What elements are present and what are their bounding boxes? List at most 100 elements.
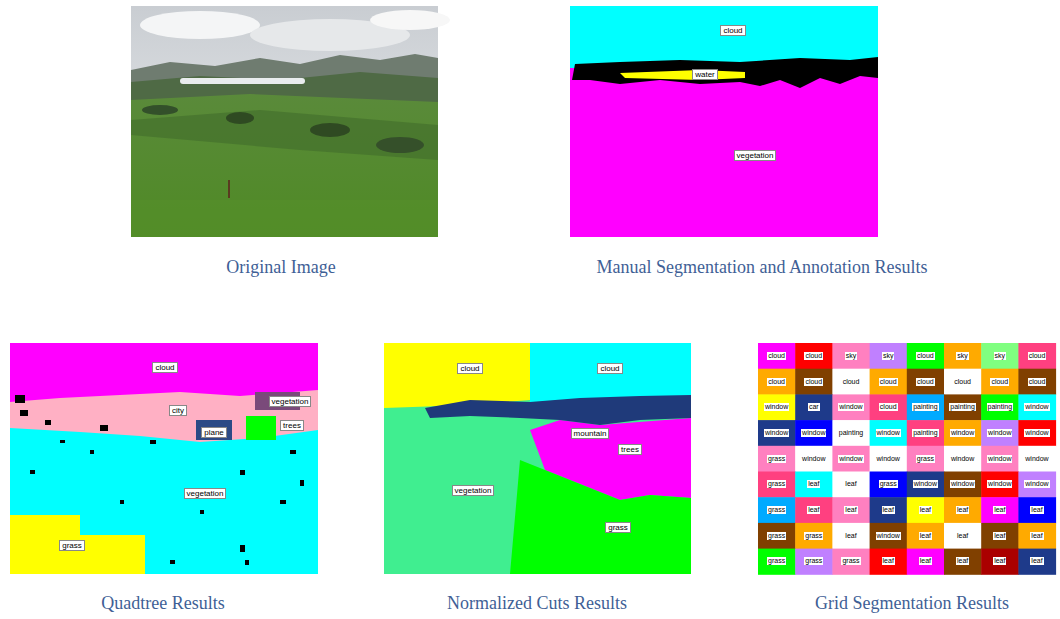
grid-cell xyxy=(1018,472,1056,498)
grid-cell xyxy=(907,523,945,549)
region-label: water xyxy=(692,69,718,80)
grid-cell xyxy=(832,472,870,498)
panel-caption: Normalized Cuts Results xyxy=(447,593,627,614)
grid-cell-label: cloud xyxy=(990,378,1009,386)
grid-cell-label: cloud xyxy=(879,378,898,386)
grid-cell-label: leaf xyxy=(919,506,932,514)
quadtree-segmentation xyxy=(10,343,318,574)
panel-caption: Grid Segmentation Results xyxy=(815,593,1009,614)
grid-cell xyxy=(870,420,908,446)
region-label: vegetation xyxy=(452,485,495,496)
grid-cell-label: leaf xyxy=(993,506,1006,514)
grid-cell-label: window xyxy=(987,429,1012,437)
speck xyxy=(290,450,296,454)
grid-cell-label: painting xyxy=(838,429,865,437)
grid-cell-label: grass xyxy=(767,480,786,488)
grid-cell-label: cloud xyxy=(879,403,898,411)
grid-cell-label: window xyxy=(950,455,975,463)
grid-cell-label: grass xyxy=(879,480,898,488)
grid-cell xyxy=(832,523,870,549)
speck xyxy=(240,470,245,475)
grid-cell xyxy=(1018,343,1056,369)
speck xyxy=(30,470,35,474)
grid-cell xyxy=(944,549,982,575)
grid-cell xyxy=(870,446,908,472)
grid-cell-label: leaf xyxy=(956,506,969,514)
grid-cell-label: leaf xyxy=(993,532,1006,540)
grid-cell-label: window xyxy=(838,403,863,411)
speck xyxy=(15,395,25,403)
grid-cell xyxy=(870,369,908,395)
grid-cell xyxy=(870,343,908,369)
grid-cell xyxy=(1018,549,1056,575)
grid-cell xyxy=(944,472,982,498)
grid-cell-label: cloud xyxy=(1028,378,1047,386)
grid-cell xyxy=(758,472,796,498)
grid-cell-label: leaf xyxy=(919,532,932,540)
grid-cell xyxy=(795,549,833,575)
grid-cell xyxy=(981,446,1019,472)
grid-cell xyxy=(907,497,945,523)
grid-cell xyxy=(758,394,796,420)
grid-cell-label: window xyxy=(1024,480,1049,488)
speck xyxy=(120,500,124,504)
grid-cell xyxy=(795,523,833,549)
grid-cell xyxy=(870,549,908,575)
grid-cell-label: grass xyxy=(767,506,786,514)
grid-cell xyxy=(981,343,1019,369)
speck xyxy=(240,545,245,552)
grid-cell-label: window xyxy=(838,455,863,463)
region-label: vegetation xyxy=(184,488,227,499)
grid-cell xyxy=(870,394,908,420)
grid-cell-label: grass xyxy=(804,557,823,565)
grid-cell-label: leaf xyxy=(1030,557,1043,565)
grid-cell-label: window xyxy=(950,429,975,437)
grid-cell xyxy=(795,394,833,420)
grid-cell-label: painting xyxy=(987,403,1014,411)
grid-cell xyxy=(795,497,833,523)
grid-cell xyxy=(907,549,945,575)
grid-cell xyxy=(870,523,908,549)
grid-cell-label: leaf xyxy=(844,480,857,488)
region-label: trees xyxy=(280,420,304,431)
grid-cell xyxy=(795,369,833,395)
manual-segmentation xyxy=(570,6,878,237)
region-label: grass xyxy=(59,540,85,551)
grid-cell-label: leaf xyxy=(956,557,969,565)
grid-cell-label: window xyxy=(876,455,901,463)
grid-cell xyxy=(981,523,1019,549)
grid-cell-label: sky xyxy=(956,352,969,360)
grid-cell-label: sky xyxy=(845,352,858,360)
grid-cell xyxy=(981,549,1019,575)
grid-cell-label: grass xyxy=(916,455,935,463)
grid-cell xyxy=(758,369,796,395)
grid-cell xyxy=(907,394,945,420)
grid-cell-label: painting xyxy=(912,429,939,437)
grid-cell-label: window xyxy=(764,403,789,411)
grid-cell-label: leaf xyxy=(807,480,820,488)
region-label: cloud xyxy=(457,363,482,374)
grid-cell xyxy=(981,420,1019,446)
grid-cell-label: leaf xyxy=(882,557,895,565)
grid-cell-label: sky xyxy=(882,352,895,360)
grid-cell-label: cloud xyxy=(916,378,935,386)
speck xyxy=(300,480,304,486)
grid-cell-label: window xyxy=(876,532,901,540)
speck xyxy=(90,450,94,454)
speck xyxy=(45,420,51,425)
grid-cell xyxy=(981,497,1019,523)
region-label: vegetation xyxy=(269,396,312,407)
grid-cell-label: window xyxy=(1024,429,1049,437)
grid-cell-label: leaf xyxy=(956,532,969,540)
grid-cell-label: window xyxy=(1024,403,1049,411)
grid-cell-label: window xyxy=(876,429,901,437)
grid-cell-label: grass xyxy=(804,532,823,540)
grid-cell-label: leaf xyxy=(1030,532,1043,540)
grid-cell-label: window xyxy=(950,480,975,488)
region-label: cloud xyxy=(597,363,622,374)
grid-cell xyxy=(832,420,870,446)
grid-cell xyxy=(832,369,870,395)
grid-cell-label: window xyxy=(1024,455,1049,463)
grid-cell xyxy=(758,497,796,523)
